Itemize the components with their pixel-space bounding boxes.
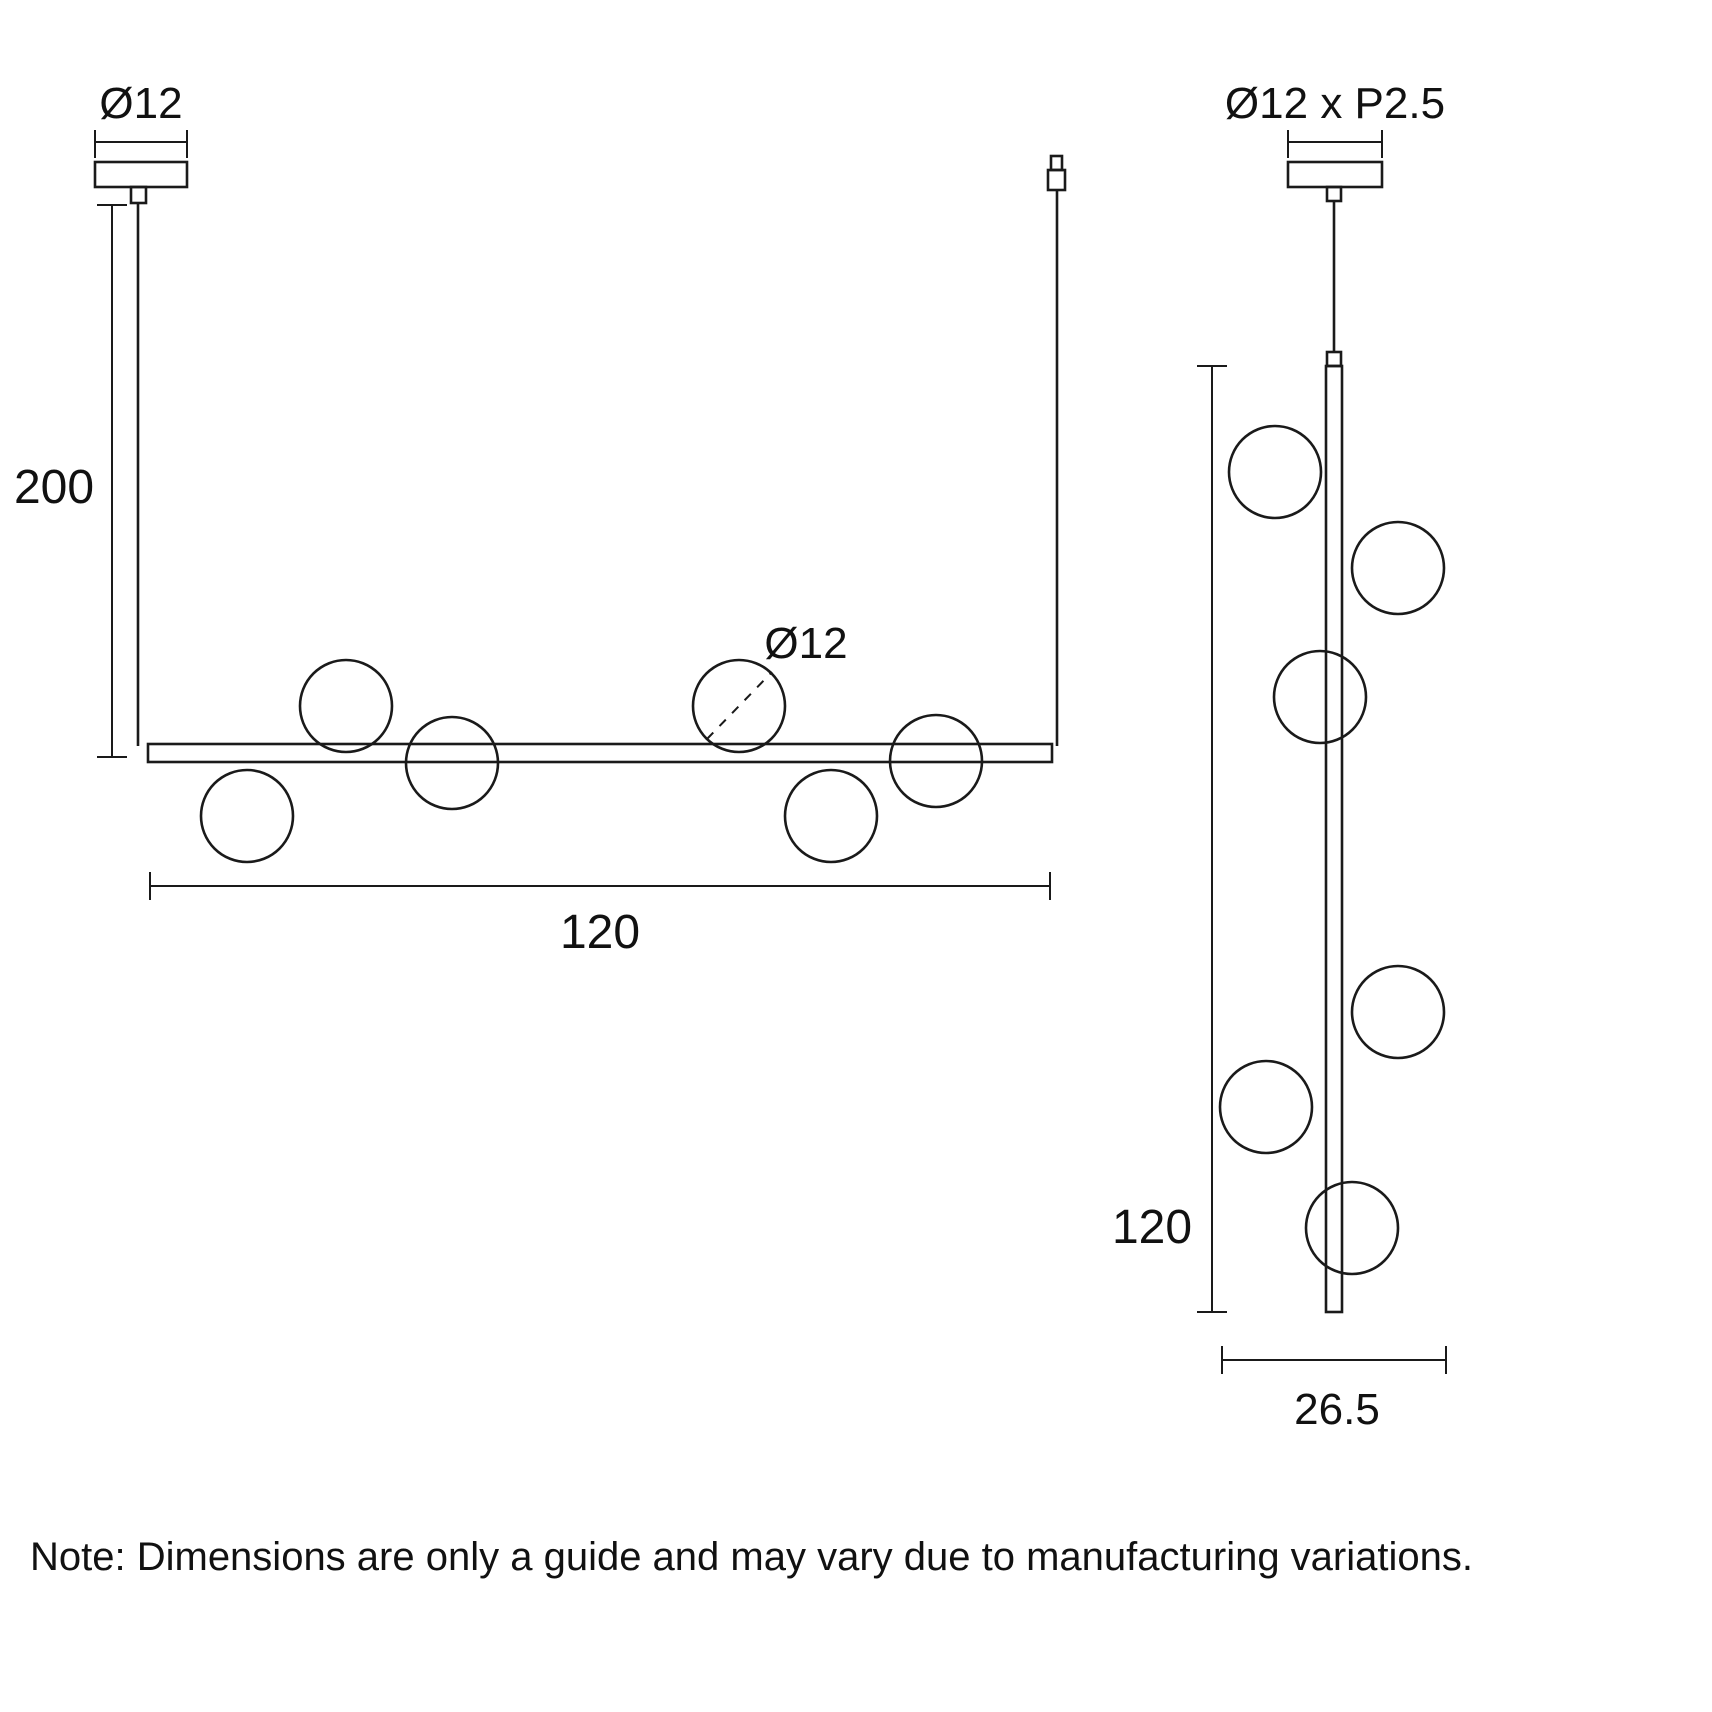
cord-grip — [1046, 168, 1067, 192]
canopy-stem — [129, 185, 148, 205]
side-height-dimension: 120 — [1112, 365, 1227, 1313]
side-depth-dimension: 26.5 — [1221, 1346, 1447, 1434]
light-bar — [1324, 364, 1344, 1314]
front-width-label: 120 — [560, 906, 640, 959]
glass-ball — [1350, 520, 1446, 616]
diameter-dashed-line — [706, 671, 773, 740]
ceiling-canopy — [93, 160, 189, 189]
side-canopy-dimension: Ø12 x P2.5 — [1225, 79, 1445, 158]
glass-ball — [1227, 424, 1323, 520]
glass-ball — [404, 715, 500, 811]
ceiling-canopy — [1286, 160, 1384, 189]
front-canopy-diameter-label: Ø12 — [99, 79, 182, 128]
glass-ball — [888, 713, 984, 809]
glass-ball — [1304, 1180, 1400, 1276]
light-bar — [146, 742, 1054, 764]
cord-grip — [1325, 350, 1343, 368]
ball-diameter-annotation: Ø12 — [706, 619, 848, 740]
glass-ball — [783, 768, 879, 864]
front-canopy-dimension: Ø12 — [94, 79, 188, 158]
glass-ball — [691, 658, 787, 754]
cord-grip-nub — [1049, 154, 1064, 172]
side-depth-label: 26.5 — [1294, 1385, 1380, 1434]
glass-ball — [1272, 649, 1368, 745]
front-drop-label: 200 — [14, 461, 94, 514]
manufacturing-note: Note: Dimensions are only a guide and ma… — [30, 1535, 1473, 1579]
glass-ball — [298, 658, 394, 754]
ball-diameter-label: Ø12 — [764, 619, 847, 668]
glass-ball — [199, 768, 295, 864]
side-view: Ø12 x P2.5 120 — [1112, 79, 1447, 1434]
front-width-dimension: 120 — [149, 872, 1051, 959]
front-drop-dimension: 200 — [14, 204, 127, 758]
glass-ball — [1350, 964, 1446, 1060]
side-height-label: 120 — [1112, 1201, 1192, 1254]
front-view: Ø12 200 — [14, 79, 1067, 959]
side-canopy-spec-label: Ø12 x P2.5 — [1225, 79, 1445, 128]
glass-ball — [1218, 1059, 1314, 1155]
canopy-stem — [1325, 185, 1343, 203]
